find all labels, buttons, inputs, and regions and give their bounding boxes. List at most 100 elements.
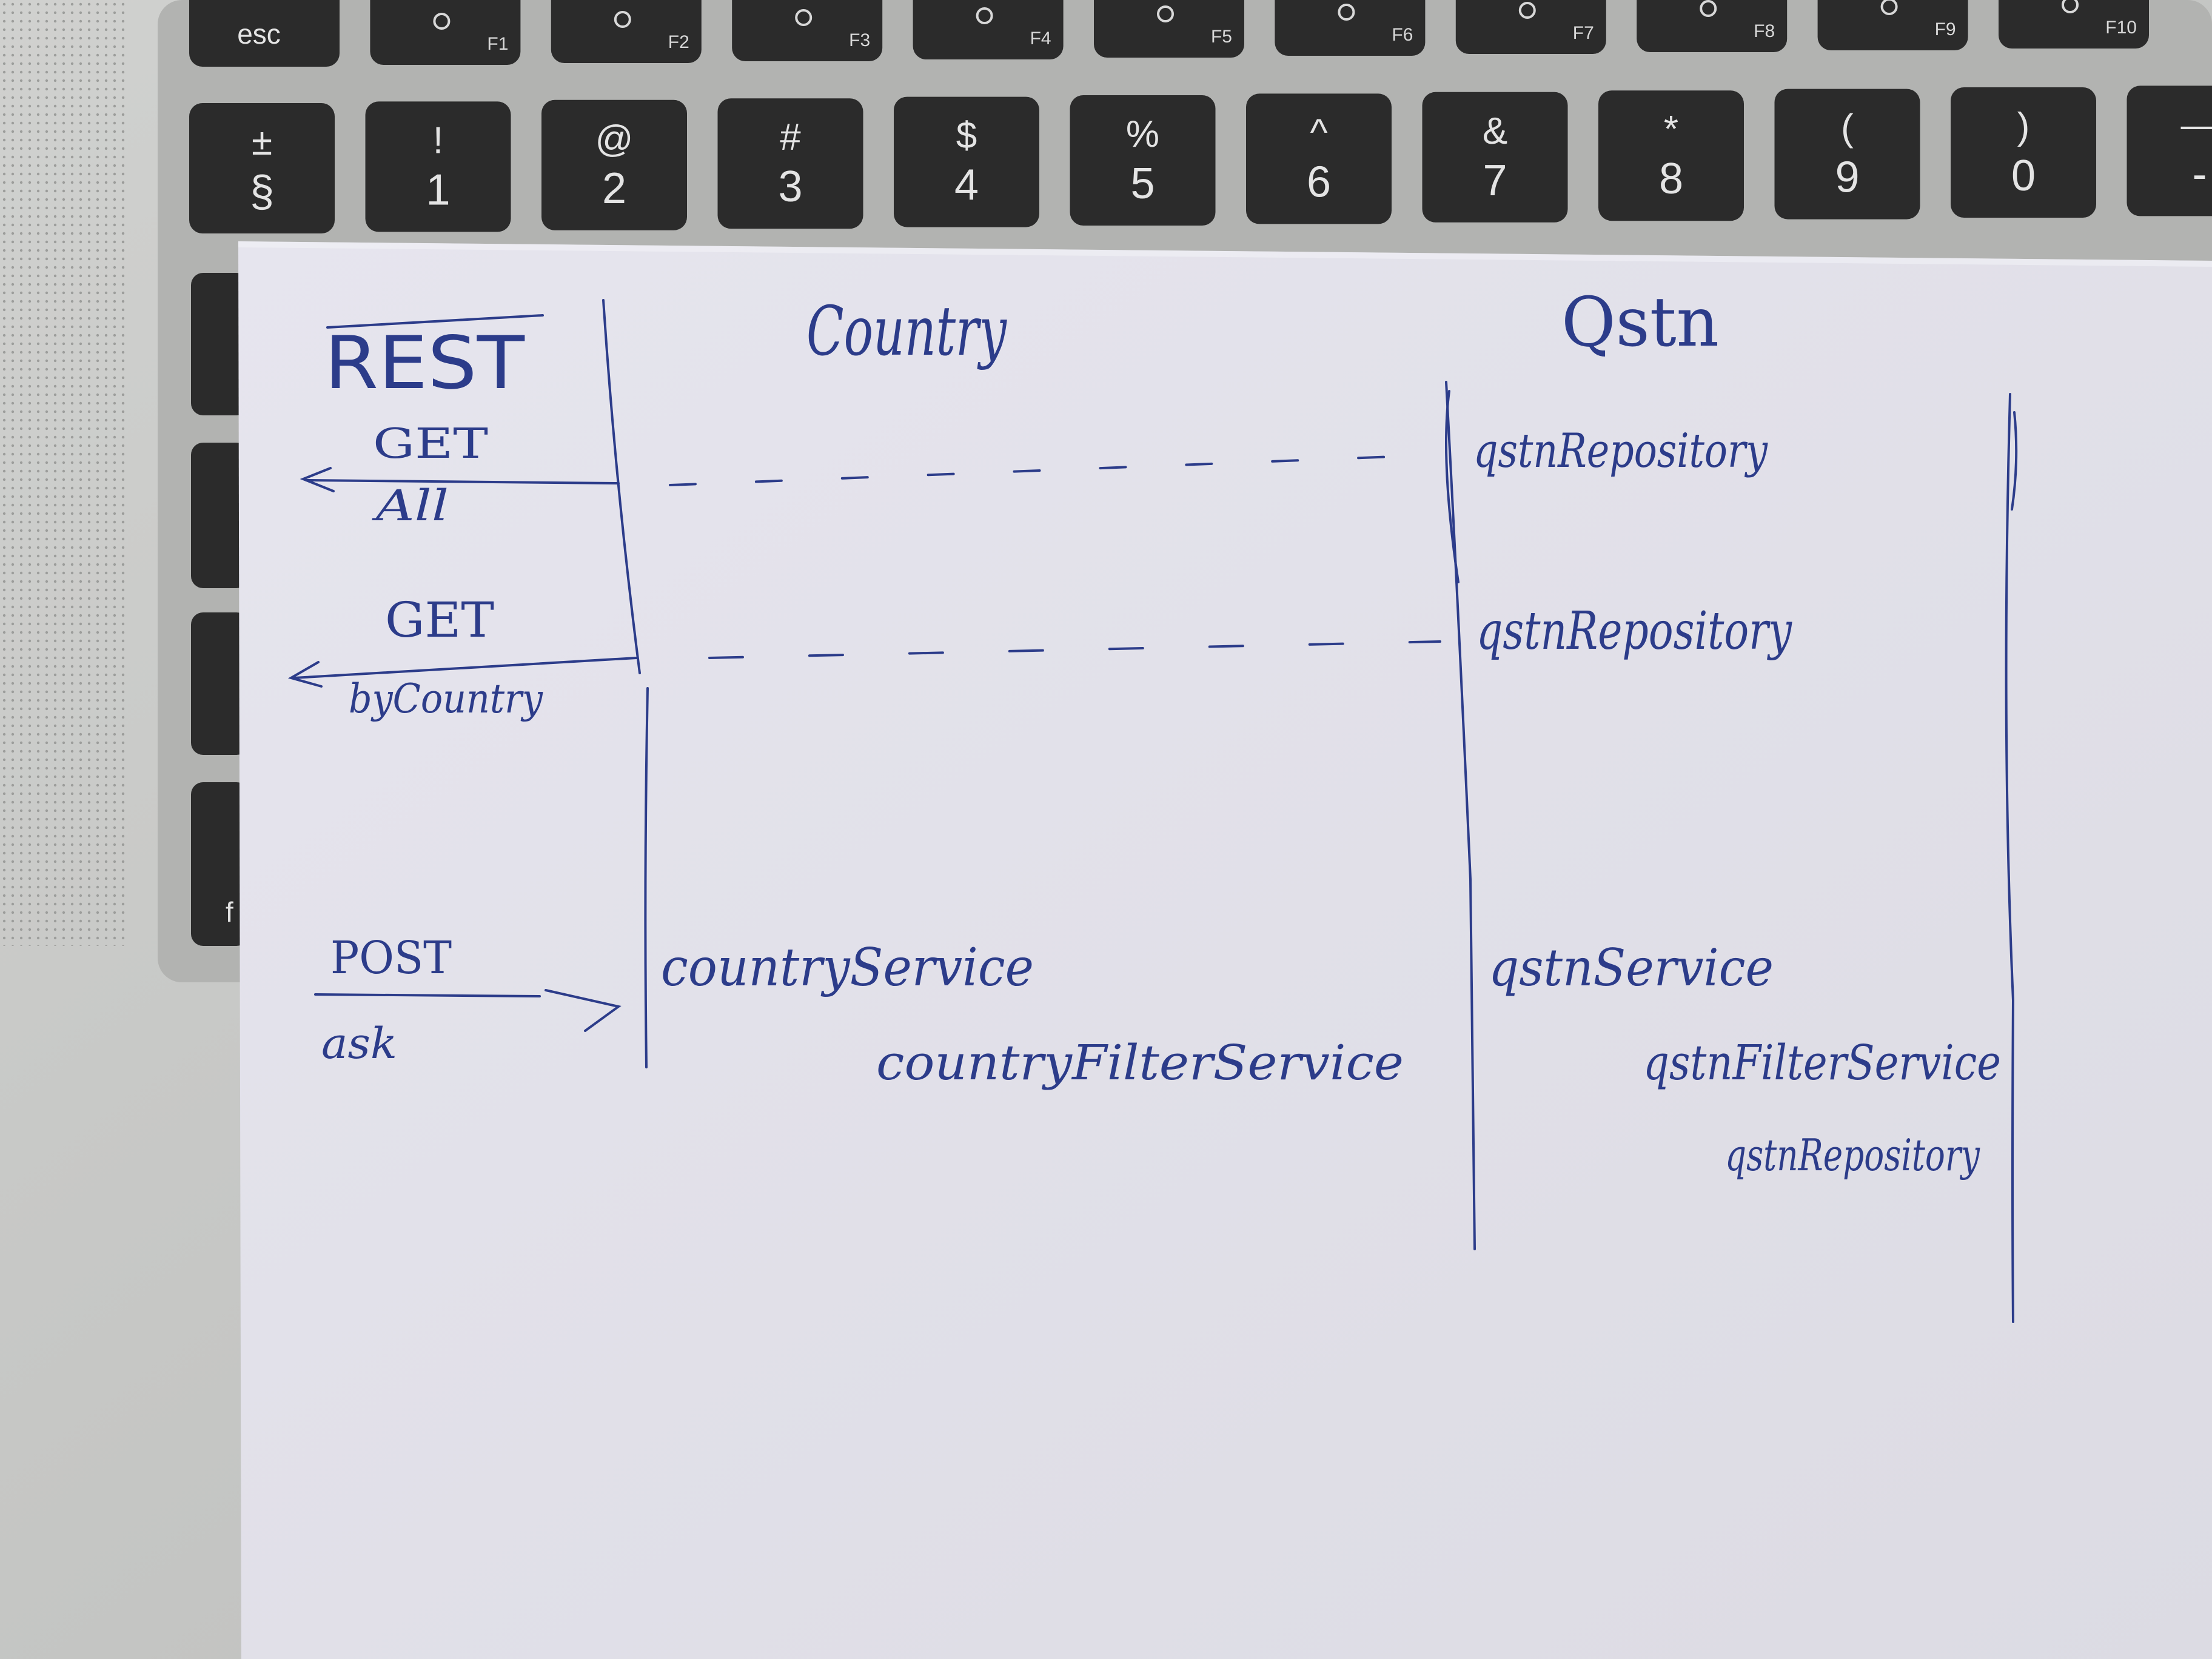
number-key-digit: 2 (602, 164, 626, 213)
number-key: #3 (717, 98, 863, 229)
number-key: %5 (1070, 95, 1216, 226)
qstn-lifeline-overstroke (1445, 390, 1460, 583)
rest-header-stroke (326, 314, 544, 329)
qstn-column-title: Qstn (1561, 283, 1719, 362)
function-key-icon (1880, 0, 1898, 15)
function-key: esc (189, 0, 340, 67)
function-keycap (370, 0, 521, 65)
number-key-digit: 7 (1483, 156, 1507, 205)
number-key: *8 (1598, 90, 1744, 221)
function-keycap (1817, 0, 1968, 50)
function-key: F1 (370, 0, 521, 65)
number-keycap (1422, 92, 1568, 223)
function-key-icon (614, 11, 631, 28)
number-key: !1 (365, 101, 511, 232)
number-keycap (189, 103, 335, 233)
number-key-symbol: & (1483, 110, 1507, 152)
number-key: @2 (541, 99, 687, 230)
number-key-digit: 6 (1307, 158, 1331, 206)
number-keycap (717, 98, 863, 229)
sketch-labels: REST Country Qstn GET All qstnRepository… (321, 283, 2001, 1181)
number-key-digit: 3 (778, 163, 802, 211)
function-key-icon (1700, 0, 1717, 17)
rest-lifeline (644, 687, 649, 1068)
function-key-icon (795, 9, 813, 26)
function-key: F8 (1637, 0, 1788, 52)
fn-key (191, 782, 249, 946)
get-all-target: qstnRepository (1473, 424, 1768, 478)
number-key-digit: 1 (426, 166, 450, 214)
function-key: F5 (1094, 0, 1244, 58)
function-key-fn-label: F10 (2105, 18, 2137, 38)
qstn-lifeline (1445, 381, 1476, 1250)
function-key-main-label: esc (237, 18, 281, 50)
number-key-digit: 4 (954, 161, 979, 210)
function-key-fn-label: F9 (1935, 19, 1956, 39)
caps-lock-key (191, 443, 249, 588)
number-key-symbol: $ (956, 115, 977, 157)
number-key-digit: 9 (1835, 153, 1859, 202)
number-key-symbol: * (1664, 109, 1678, 150)
number-keycap (1951, 87, 2096, 218)
qstn-service-label: qstnService (1489, 938, 1774, 997)
function-keycap (913, 0, 1064, 59)
paper-edge-highlight (238, 241, 2212, 267)
function-key-fn-label: F6 (1392, 25, 1413, 45)
country-filter-service-label: countryFilterService (876, 1034, 1404, 1091)
number-key: )0 (1951, 87, 2096, 218)
function-key-fn-label: F7 (1573, 23, 1594, 43)
function-keycap (1455, 0, 1606, 54)
function-key: F10 (1999, 0, 2149, 49)
number-key-symbol: # (780, 116, 801, 158)
function-key-icon (976, 7, 993, 24)
number-key-symbol: ± (252, 121, 272, 163)
function-key-fn-label: F2 (668, 32, 689, 52)
number-key-symbol: ( (1841, 107, 1854, 149)
number-key: ^6 (1246, 93, 1392, 224)
number-key: ±§ (189, 103, 335, 233)
number-key-row: ±§!1@2#3$4%5^6&7*8(9)0—- (189, 85, 2212, 233)
rest-divider-line (602, 299, 641, 674)
post-ask-method: POST (330, 932, 452, 984)
number-key: —- (2127, 85, 2212, 216)
function-key: F3 (732, 0, 883, 61)
shift-key (191, 612, 249, 755)
function-key: F6 (1275, 0, 1426, 56)
number-keycap (1070, 95, 1216, 226)
number-key: $4 (894, 96, 1039, 227)
number-key-digit: 8 (1659, 155, 1683, 203)
function-keycap (551, 0, 702, 63)
number-key-symbol: ^ (1310, 112, 1327, 153)
function-key: F2 (551, 0, 702, 63)
paper-sheet (238, 241, 2212, 1659)
rest-column-title: REST (324, 321, 525, 406)
get-by-country-target: qstnRepository (1476, 601, 1792, 662)
function-key: F7 (1455, 0, 1606, 54)
speaker-grille (0, 0, 127, 946)
number-key-symbol: @ (595, 118, 634, 160)
number-key: (9 (1774, 89, 1920, 220)
number-key-symbol: ) (2017, 106, 2030, 147)
number-key-digit: § (250, 167, 274, 216)
number-key-digit: - (2193, 150, 2207, 198)
function-key-icon (433, 13, 451, 30)
function-key-fn-label: F4 (1030, 28, 1051, 49)
function-key-icon (1518, 2, 1536, 19)
get-all-arrow-line (305, 479, 620, 484)
number-key-digit: 5 (1130, 159, 1155, 208)
country-column-title: Country (806, 292, 1007, 371)
function-key-fn-label: F1 (487, 34, 508, 54)
get-all-method: GET (373, 420, 488, 468)
post-ask-path: ask (321, 1019, 397, 1068)
qstn-filter-service-label: qstnFilterService (1643, 1034, 2001, 1091)
function-keycap (1275, 0, 1426, 56)
number-key-symbol: — (2181, 104, 2212, 146)
function-key-fn-label: F3 (849, 30, 870, 50)
function-key-icon (1338, 4, 1355, 21)
function-keycap (732, 0, 883, 61)
tab-key (191, 273, 249, 415)
function-keycap (1999, 0, 2149, 49)
function-key-icon (1157, 5, 1174, 22)
